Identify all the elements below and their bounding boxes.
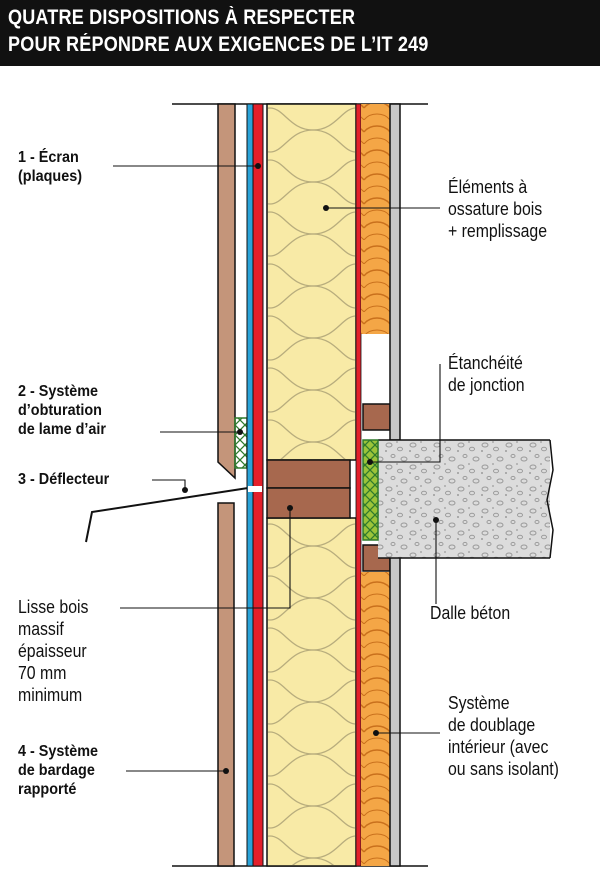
interior-insulation-lower-pattern (361, 572, 390, 866)
timber-rail-bottom (266, 487, 351, 519)
label-etancheite: Étanchéité de jonction (448, 352, 525, 396)
label-doublage-line4: ou sans isolant) (448, 759, 559, 779)
leader-deflecteur (152, 479, 186, 490)
title-line-2: POUR RÉPONDRE AUX EXIGENCES DE L’IT 249 (8, 33, 429, 56)
label-obturation: 2 - Système d’obturation de lame d’air (18, 382, 106, 439)
title-line-1: QUATRE DISPOSITIONS À RESPECTER (8, 6, 356, 29)
label-bardage-line1: 4 - Système (18, 743, 99, 760)
label-doublage-line1: Système (448, 693, 510, 713)
label-lisse-line4: 70 mm (18, 663, 67, 683)
label-obturation-line1: 2 - Système (18, 383, 99, 400)
screen-gap (248, 486, 262, 492)
label-bardage: 4 - Système de bardage rapporté (18, 742, 98, 799)
label-bardage-line2: de bardage (18, 762, 95, 779)
junction-seal-hatch (362, 439, 379, 541)
label-ossature: Éléments à ossature bois + remplissage (448, 176, 547, 242)
leader-etancheite (370, 364, 441, 463)
label-dalle-line1: Dalle béton (430, 603, 511, 623)
label-lisse-line3: épaisseur (18, 641, 87, 661)
label-ossature-line2: ossature bois (448, 199, 543, 219)
label-doublage-line2: de doublage (448, 715, 536, 735)
label-deflecteur-line1: 3 - Déflecteur (18, 471, 110, 488)
label-bardage-line3: rapporté (18, 781, 77, 798)
air-gap-closure (234, 417, 248, 469)
label-ossature-line1: Éléments à (448, 177, 528, 197)
label-ecran: 1 - Écran (plaques) (18, 148, 82, 186)
label-deflecteur: 3 - Déflecteur (18, 470, 109, 489)
interior-lining-upper (389, 103, 401, 441)
label-ecran-line1: 1 - Écran (18, 149, 79, 166)
timber-rail-top (266, 459, 351, 489)
leader-lines (113, 165, 441, 772)
leader-lisse (120, 508, 291, 609)
label-etancheite-line1: Étanchéité (448, 353, 523, 373)
interior-insulation-upper-pattern (361, 104, 390, 334)
interior-lining-lower (389, 545, 401, 867)
insulation-lower-pattern (268, 519, 355, 865)
slab-break-line (546, 439, 554, 559)
label-ecran-line2: (plaques) (18, 168, 83, 185)
screen-red (252, 103, 264, 867)
label-lisse: Lisse bois massif épaisseur 70 mm minimu… (18, 596, 88, 706)
concrete-slab-texture (378, 440, 550, 558)
title-bar: QUATRE DISPOSITIONS À RESPECTER POUR RÉP… (0, 0, 600, 66)
insulation-upper-pattern (268, 105, 355, 459)
cladding-board-upper (217, 103, 236, 480)
label-doublage: Système de doublage intérieur (avec ou s… (448, 692, 559, 780)
membrane-blue (246, 103, 254, 867)
label-dalle: Dalle béton (430, 602, 510, 624)
label-ossature-line3: + remplissage (448, 221, 548, 241)
leader-dots (182, 163, 439, 774)
label-lisse-line1: Lisse bois (18, 597, 89, 617)
wall-section-diagram (85, 103, 554, 867)
label-etancheite-line2: de jonction (448, 375, 525, 395)
label-obturation-line3: de lame d’air (18, 421, 107, 438)
label-lisse-line5: minimum (18, 685, 83, 705)
label-doublage-line3: intérieur (avec (448, 737, 549, 757)
label-lisse-line2: massif (18, 619, 64, 639)
label-obturation-line2: d’obturation (18, 402, 102, 419)
inner-membrane-red (355, 103, 362, 867)
cladding-board-lower (217, 502, 235, 867)
deflector (85, 487, 249, 543)
timber-block-upper (362, 403, 391, 431)
